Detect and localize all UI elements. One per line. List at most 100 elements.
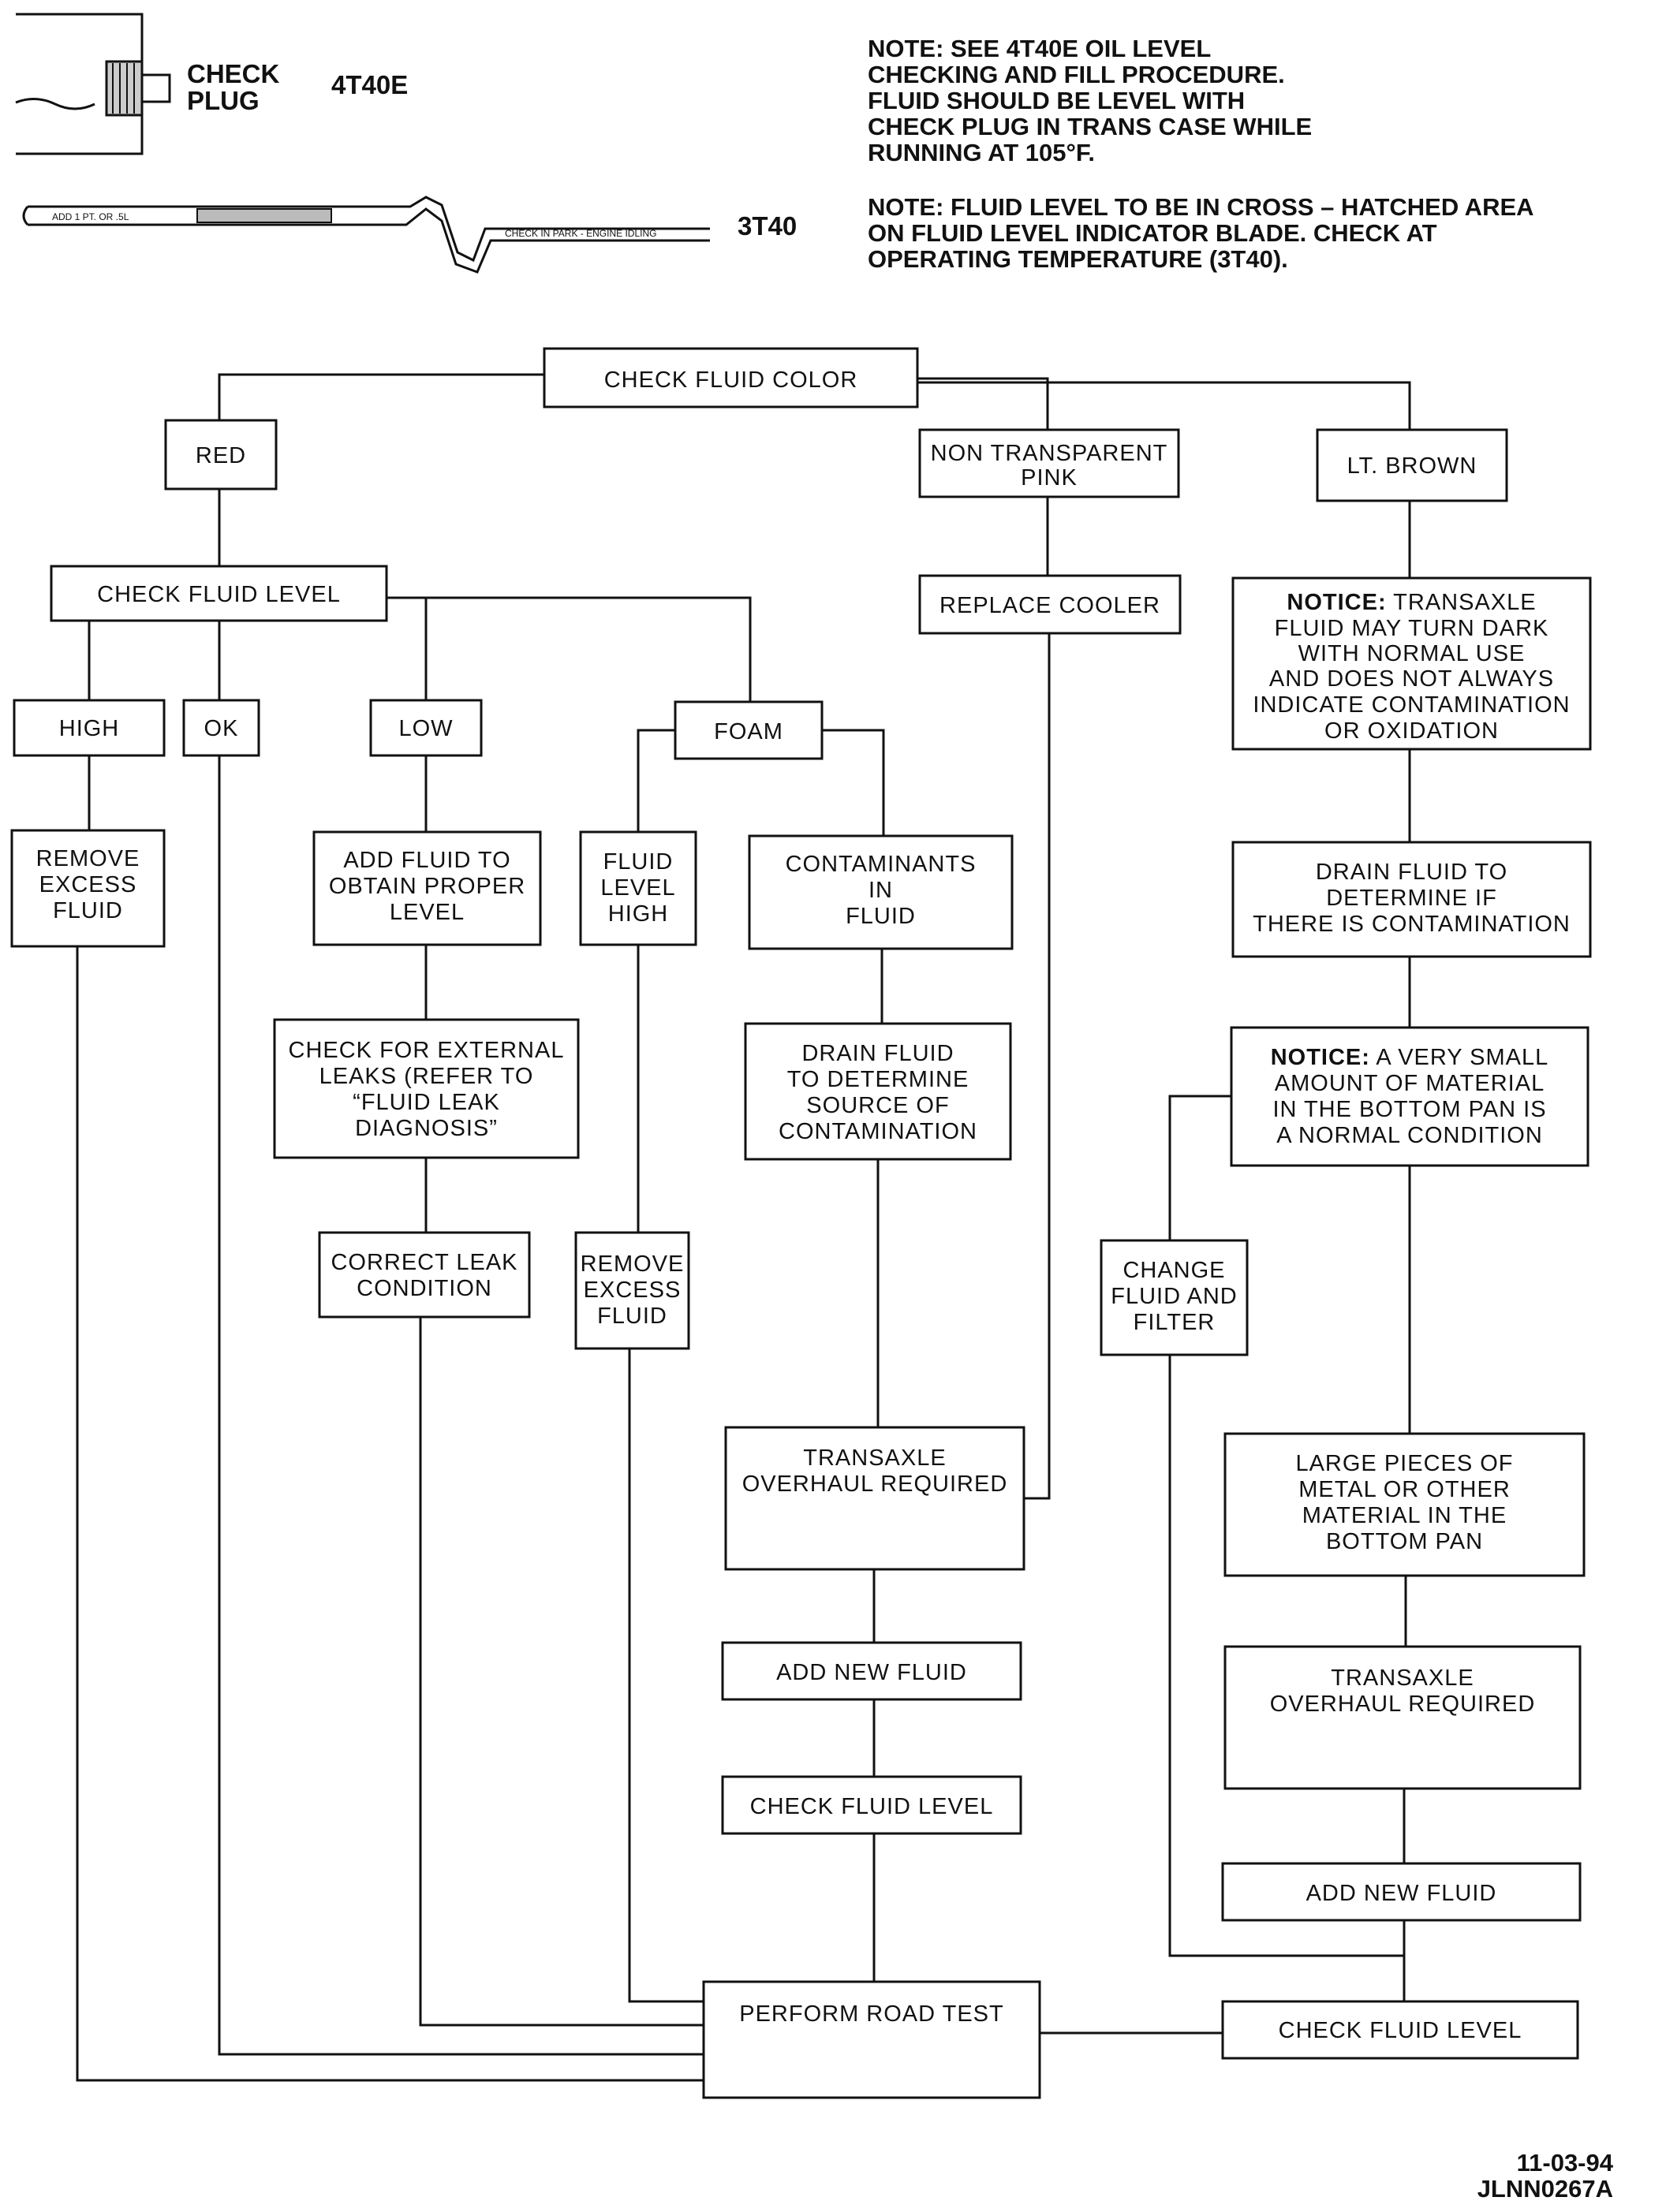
node-remove-excess-fluid-foam: REMOVE EXCESS FLUID [574,1231,690,1350]
model-3t40-label: 3T40 [738,211,797,241]
node-drain-determine-contamination: DRAIN FLUID TO DETERMINE IF THERE IS CON… [1231,841,1592,958]
svg-text:PINK: PINK [1021,465,1078,491]
svg-text:FLUID: FLUID [53,898,123,923]
node-correct-leak-condition: CORRECT LEAK CONDITION [318,1231,531,1319]
svg-text:EXCESS: EXCESS [584,1278,682,1303]
model-4t40e-label: 4T40E [331,70,408,99]
svg-text:FLUID: FLUID [597,1304,667,1329]
svg-text:AMOUNT OF MATERIAL: AMOUNT OF MATERIAL [1275,1071,1545,1096]
svg-text:REMOVE: REMOVE [581,1251,685,1277]
svg-text:NON TRANSPARENT: NON TRANSPARENT [931,441,1168,466]
note1-line: CHECK PLUG IN TRANS CASE WHILE [868,113,1312,140]
node-add-new-fluid-2: ADD NEW FLUID [1221,1862,1582,1922]
notice-label: NOTICE: [1271,1045,1370,1070]
svg-text:LEVEL: LEVEL [600,875,675,901]
svg-text:IN THE BOTTOM PAN IS: IN THE BOTTOM PAN IS [1272,1097,1546,1122]
svg-text:INDICATE CONTAMINATION: INDICATE CONTAMINATION [1253,692,1570,718]
svg-text:CONTAMINANTS: CONTAMINANTS [786,852,977,877]
node-large-pieces-metal: LARGE PIECES OF METAL OR OTHER MATERIAL … [1223,1432,1586,1577]
svg-text:FLUID MAY TURN DARK: FLUID MAY TURN DARK [1275,616,1549,641]
svg-text:NOTICE: TRANSAXLE: NOTICE: TRANSAXLE [1287,590,1536,615]
svg-text:PERFORM ROAD TEST: PERFORM ROAD TEST [739,2001,1004,2027]
svg-text:CHECK FLUID LEVEL: CHECK FLUID LEVEL [750,1794,994,1819]
svg-text:CONDITION: CONDITION [357,1276,492,1301]
svg-text:ADD NEW FLUID: ADD NEW FLUID [776,1660,967,1685]
check-plug-illustration: CHECK PLUG 4T40E [15,13,408,155]
svg-text:ADD NEW FLUID: ADD NEW FLUID [1306,1881,1497,1906]
svg-text:CHECK FOR EXTERNAL: CHECK FOR EXTERNAL [289,1038,565,1063]
svg-text:NOTICE: A VERY SMALL: NOTICE: A VERY SMALL [1271,1045,1549,1070]
svg-text:ADD FLUID TO: ADD FLUID TO [343,848,510,873]
svg-text:“FLUID LEAK: “FLUID LEAK [353,1090,500,1115]
svg-text:LARGE PIECES OF: LARGE PIECES OF [1295,1451,1513,1476]
node-add-fluid-proper-level: ADD FLUID TO OBTAIN PROPER LEVEL [312,830,542,946]
svg-text:FILTER: FILTER [1134,1310,1216,1335]
node-check-fluid-level-3: CHECK FLUID LEVEL [1221,2000,1579,2060]
node-lt-brown: LT. BROWN [1316,428,1508,502]
svg-text:SOURCE OF: SOURCE OF [806,1093,949,1118]
svg-text:CHECK FLUID LEVEL: CHECK FLUID LEVEL [97,582,341,607]
svg-text:BOTTOM PAN: BOTTOM PAN [1326,1529,1483,1554]
svg-text:LOW: LOW [398,716,453,741]
node-remove-excess-fluid-high: REMOVE EXCESS FLUID [10,829,166,948]
dipstick-add-text: ADD 1 PT. OR .5L [52,211,129,222]
node-transaxle-overhaul-required-1: TRANSAXLE OVERHAUL REQUIRED [724,1426,1025,1571]
svg-text:WITH NORMAL USE: WITH NORMAL USE [1298,641,1526,666]
svg-text:OR OXIDATION: OR OXIDATION [1324,718,1499,744]
svg-text:TO DETERMINE: TO DETERMINE [787,1067,969,1092]
svg-text:CHECK FLUID COLOR: CHECK FLUID COLOR [604,367,858,393]
svg-text:TRANSAXLE: TRANSAXLE [803,1445,946,1471]
svg-text:AND DOES NOT ALWAYS: AND DOES NOT ALWAYS [1269,666,1554,692]
svg-text:FLUID: FLUID [603,849,674,875]
node-replace-cooler: REPLACE COOLER [918,574,1182,635]
node-add-new-fluid-1: ADD NEW FLUID [721,1641,1022,1701]
svg-text:LT. BROWN: LT. BROWN [1347,453,1477,479]
svg-text:EXCESS: EXCESS [39,872,137,897]
node-contaminants-in-fluid: CONTAMINANTS IN FLUID [748,834,1014,950]
svg-text:HIGH: HIGH [608,901,669,927]
svg-text:OVERHAUL REQUIRED: OVERHAUL REQUIRED [1270,1692,1536,1717]
svg-text:REPLACE COOLER: REPLACE COOLER [939,593,1160,618]
node-change-fluid-filter: CHANGE FLUID AND FILTER [1100,1239,1249,1356]
connectors [76,373,1411,2082]
svg-text:CHANGE: CHANGE [1122,1258,1225,1283]
svg-text:LEVEL: LEVEL [390,900,465,925]
figure-code: 11-03-94 JLNN0267A [1477,2149,1614,2203]
figure-date: 11-03-94 [1517,2149,1614,2177]
dipstick-check-text: CHECK IN PARK - ENGINE IDLING [505,228,656,239]
check-plug-label-line2: PLUG [187,86,260,115]
node-red: RED [164,419,278,491]
node-check-fluid-level: CHECK FLUID LEVEL [50,565,388,622]
svg-text:LEAKS (REFER TO: LEAKS (REFER TO [319,1064,534,1089]
note1-line: CHECKING AND FILL PROCEDURE. [868,61,1285,88]
note1-line: FLUID SHOULD BE LEVEL WITH [868,87,1245,114]
node-ok: OK [182,699,260,757]
node-high: HIGH [13,699,166,757]
node-fluid-level-high: FLUID LEVEL HIGH [579,830,697,946]
figure-id: JLNN0267A [1477,2175,1613,2203]
svg-text:DRAIN FLUID: DRAIN FLUID [801,1041,954,1066]
node-notice-small-material: NOTICE: A VERY SMALL AMOUNT OF MATERIAL … [1230,1026,1589,1167]
node-drain-source-contamination: DRAIN FLUID TO DETERMINE SOURCE OF CONTA… [744,1022,1012,1161]
svg-text:OBTAIN PROPER: OBTAIN PROPER [329,874,525,899]
svg-text:OK: OK [204,716,239,741]
svg-text:MATERIAL IN THE: MATERIAL IN THE [1302,1503,1507,1528]
node-notice-fluid-dark: NOTICE: TRANSAXLE FLUID MAY TURN DARK WI… [1231,576,1592,751]
check-plug-label-line1: CHECK [187,59,280,88]
svg-text:DRAIN FLUID TO: DRAIN FLUID TO [1316,860,1507,885]
svg-text:CONTAMINATION: CONTAMINATION [779,1119,977,1144]
node-non-transparent-pink: NON TRANSPARENT PINK [918,428,1180,498]
svg-text:REMOVE: REMOVE [36,846,140,871]
svg-text:TRANSAXLE: TRANSAXLE [1331,1666,1474,1691]
note-3t40: NOTE: FLUID LEVEL TO BE IN CROSS – HATCH… [868,193,1534,273]
svg-text:CORRECT LEAK: CORRECT LEAK [331,1250,517,1275]
svg-text:THERE IS CONTAMINATION: THERE IS CONTAMINATION [1253,912,1571,937]
svg-text:FOAM: FOAM [714,719,783,744]
svg-text:DETERMINE IF: DETERMINE IF [1326,886,1497,911]
svg-text:RED: RED [196,443,246,468]
note2-line: OPERATING TEMPERATURE (3T40). [868,245,1288,273]
note1-line: RUNNING AT 105°F. [868,139,1095,166]
node-low: LOW [369,699,483,757]
svg-text:HIGH: HIGH [59,716,120,741]
